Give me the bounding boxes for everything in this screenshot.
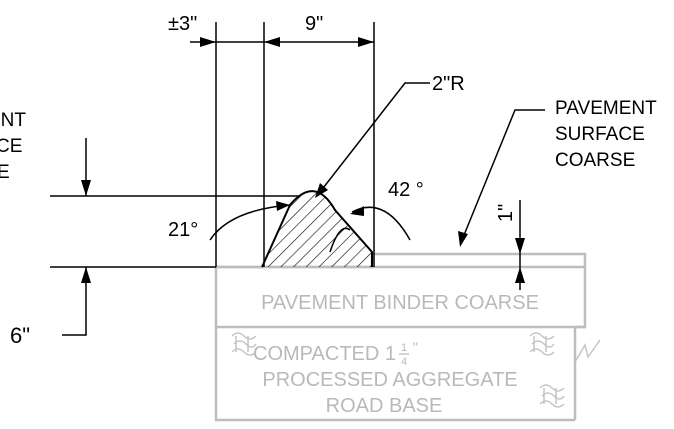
surface-leader [461,109,545,241]
binder-course-box [214,265,587,329]
surface-arrow [458,231,468,247]
angle-right-label: 42 ° [388,179,424,201]
radius-label: 2"R [432,73,465,95]
depth-leader [62,267,87,336]
radius-callout: 2"R [315,73,465,198]
radius-arrow [315,183,328,198]
base-fraction-num: 1 [401,342,407,354]
curb-outline [261,190,373,268]
depth-arrow-bottom [81,267,91,283]
aggregate-symbol-2 [529,332,555,356]
depth-label: 6" [10,323,30,348]
base-fraction-den: 4 [401,356,407,368]
inner-radius-arc [329,227,351,253]
curb-hatch [262,191,372,267]
top-dimensions: ±3" 9" [168,13,375,267]
base-line2-label: PROCESSED AGGREGATE [262,369,517,391]
surface-label-line1: PAVEMENT [555,98,657,119]
arrow-width-left [264,37,280,47]
base-line1-label: COMPACTED 1 [253,343,396,365]
base-line3-label: ROAD BASE [326,395,443,417]
base-fraction-unit: " [413,339,418,355]
depth-arrow-top [81,180,91,196]
arrow-width-right [358,37,374,47]
left-callout-line2: CE [0,136,22,157]
arrow-offset [200,37,216,47]
surface-course-callout: PAVEMENT SURFACE COARSE [458,98,657,247]
aggregate-symbol-3 [539,384,565,408]
overlap-dimension: 1" [495,200,525,290]
pavement-section: PAVEMENT BINDER COARSE COMPACTED 1 1 4 "… [214,252,601,422]
left-callout-line1: ENT [0,110,26,131]
radius-leader [319,82,430,193]
angle-annotations: 21° 42 ° [168,179,424,241]
offset-dimension-label: ±3" [168,13,197,35]
aggregate-symbol-1 [231,332,257,356]
surface-label-line2: SURFACE [555,124,645,145]
overlap-arrow-top [515,238,525,254]
surface-label-line3: COARSE [555,150,635,171]
depth-dimension: 6" [10,138,300,348]
break-line [574,339,601,363]
overlap-label: 1" [495,204,517,222]
angle-right-arrow [350,206,364,216]
curb-profile [261,190,373,268]
base-course-outline [214,325,585,422]
left-callout: ENT CE E [0,110,26,183]
overlap-arrow-bottom [515,267,525,283]
angle-left-arrow [276,201,290,211]
width-dimension-label: 9" [305,13,323,35]
binder-course-label: PAVEMENT BINDER COARSE [261,292,539,314]
angle-left-label: 21° [168,219,198,241]
left-callout-line3: E [0,162,10,183]
